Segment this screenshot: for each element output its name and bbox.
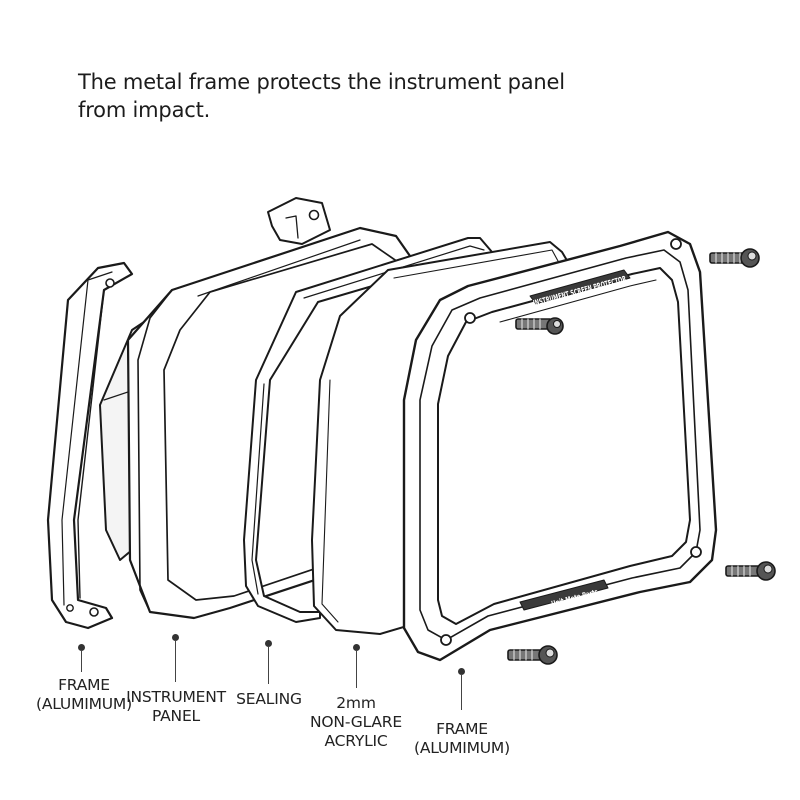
callout-sealing-line-1: SEALING	[236, 690, 302, 708]
callout-leader-frame-front	[461, 674, 463, 710]
callout-frame-front: FRAME (ALUMIMUM)	[406, 720, 518, 758]
callout-acrylic-line-3: ACRYLIC	[324, 732, 388, 750]
callout-dot-instrument-panel	[172, 634, 179, 641]
headline: The metal frame protects the instrument …	[78, 68, 638, 124]
callout-dot-acrylic	[353, 644, 360, 651]
front-frame-part	[402, 230, 718, 662]
callout-leader-instrument-panel	[175, 640, 177, 682]
callout-frame-rear-line-1: FRAME	[58, 676, 110, 694]
callout-dot-frame-front	[458, 668, 465, 675]
callout-instrument-panel: INSTRUMENT PANEL	[118, 688, 234, 726]
callout-leader-sealing	[268, 646, 270, 684]
screws	[507, 248, 776, 665]
screw-center	[515, 317, 564, 335]
screw-top-right	[709, 248, 760, 268]
rear-frame-part	[46, 261, 134, 630]
callout-frame-rear: FRAME (ALUMIMUM)	[26, 676, 142, 714]
screw-right-lower	[725, 561, 776, 581]
callout-leader-acrylic	[356, 650, 358, 688]
callout-frame-front-line-2: (ALUMIMUM)	[414, 739, 510, 757]
callout-dot-sealing	[265, 640, 272, 647]
callout-leader-frame-rear	[81, 650, 83, 672]
headline-line-1: The metal frame protects the instrument …	[78, 70, 565, 94]
callout-frame-front-line-1: FRAME	[436, 720, 488, 738]
callout-acrylic-line-1: 2mm	[336, 694, 376, 712]
headline-line-2: from impact.	[78, 98, 211, 122]
callout-dot-frame-rear	[78, 644, 85, 651]
callout-sealing: SEALING	[224, 690, 314, 709]
callout-acrylic-line-2: NON-GLARE	[310, 713, 402, 731]
callout-frame-rear-line-2: (ALUMIMUM)	[36, 695, 132, 713]
screw-bottom	[507, 645, 558, 665]
callout-instrument-panel-line-1: INSTRUMENT	[126, 688, 226, 706]
callout-acrylic: 2mm NON-GLARE ACRYLIC	[304, 694, 408, 751]
callout-instrument-panel-line-2: PANEL	[152, 707, 200, 725]
